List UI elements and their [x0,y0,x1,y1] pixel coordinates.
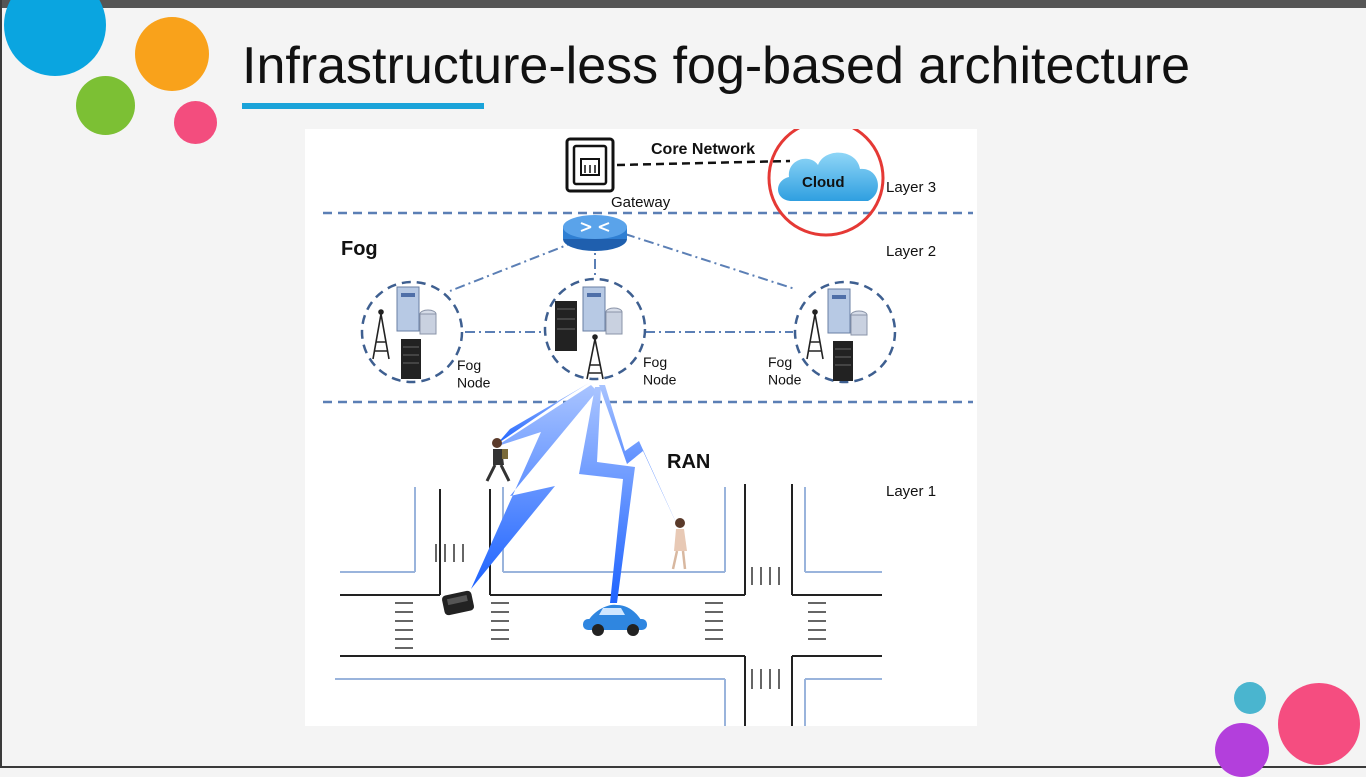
architecture-diagram: Core Network Cloud Gateway Fog Layer 3 L… [305,129,977,726]
tower-icon [586,334,604,380]
cloud-highlight-circle [767,129,885,237]
layer1-label: Layer 1 [886,483,936,500]
decor-circle-pink [174,101,217,144]
fog-label: Fog [341,238,378,260]
fog-node-left [360,280,464,384]
tower-icon [806,309,824,360]
diagram-svg: Core Network Cloud Gateway Fog Layer 3 L… [323,129,973,726]
car-icon [441,590,475,616]
lightning-link-icon [471,383,679,603]
server-icon [555,286,623,351]
tower-icon [372,309,390,360]
core-network-link [616,159,791,167]
decor-circle-blue [4,0,106,76]
bottom-border [0,766,1366,768]
fog-node-right [793,280,897,384]
pedestrian-icon [671,518,687,570]
cloud-icon [778,152,879,201]
title-underline [242,103,484,109]
router-icon [563,215,627,251]
fog-node-center [543,277,647,381]
road-network [340,484,882,726]
decor-circle-rose [1278,683,1360,765]
layer2-label: Layer 2 [886,243,936,260]
gateway-icon [565,137,615,193]
top-bar [0,0,1366,8]
ran-label: RAN [667,451,710,473]
left-border [0,0,2,768]
server-icon [396,286,437,379]
pedestrian-icon [485,438,511,482]
car-icon [583,604,647,636]
gateway-label: Gateway [611,194,671,211]
cloud-label: Cloud [802,174,845,191]
decor-circle-orange [135,17,209,91]
core-network-label: Core Network [651,141,755,158]
decor-circle-green [76,76,135,135]
crosswalk-marks [395,544,826,689]
server-icon [827,288,868,381]
layer3-label: Layer 3 [886,179,936,196]
decor-circle-purple [1215,723,1269,777]
slide-title: Infrastructure-less fog-based architectu… [242,37,1190,95]
decor-circle-teal [1234,682,1266,714]
